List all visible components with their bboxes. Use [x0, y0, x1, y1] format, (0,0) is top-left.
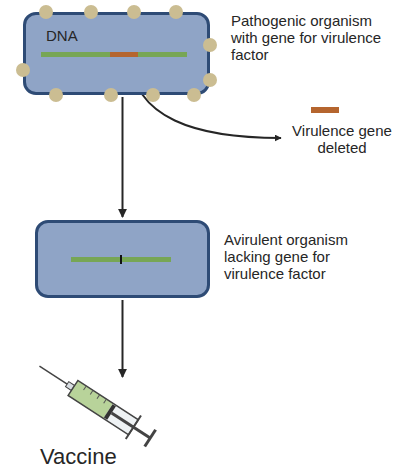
syringe-plunger-rod [112, 413, 151, 438]
flow-arrow [122, 300, 124, 377]
syringe-tick [84, 386, 87, 390]
syringe-needle [39, 366, 68, 385]
cell-drawing [38, 223, 207, 295]
flow-arrow [122, 97, 124, 217]
surface-antigen [16, 63, 30, 77]
syringe-flange [126, 415, 141, 438]
surface-antigen [203, 73, 217, 87]
surface-antigen [203, 38, 217, 52]
surface-antigen [169, 5, 183, 19]
virulence-gene [110, 52, 138, 57]
node-caption: Pathogenic organism with gene for virule… [231, 12, 391, 63]
syringe-tick [104, 399, 107, 403]
syringe-tick [90, 390, 93, 394]
syringe-barrel-outline [68, 380, 138, 434]
node-caption: Vaccine [40, 444, 160, 469]
surface-antigen [39, 5, 53, 19]
surface-antigen [146, 88, 160, 102]
annotation-label: Virulence gene deleted [287, 122, 397, 156]
surface-antigen [84, 5, 98, 19]
syringe-tick [97, 395, 100, 399]
cell-drawing [26, 15, 207, 92]
node-caption: Avirulent organism lacking gene for viru… [224, 231, 374, 282]
dna-strand [41, 52, 187, 57]
avirulent-node: Avirulent organism lacking gene for viru… [35, 220, 210, 298]
surface-antigen [127, 5, 141, 19]
syringe-symbol [32, 354, 158, 449]
pathogen-node: DNAPathogenic organism with gene for vir… [23, 12, 210, 95]
syringe-outline [35, 380, 170, 442]
dna-label: DNA [46, 27, 106, 44]
surface-antigen [49, 88, 63, 102]
deleted-gene-segment [311, 107, 339, 113]
syringe-plunger-seal [104, 404, 116, 420]
deletion-mark [120, 255, 122, 264]
syringe-plunger-handle [145, 430, 156, 447]
surface-antigen [104, 88, 118, 102]
surface-antigen [187, 88, 201, 102]
syringe-node: Vaccine [35, 380, 170, 442]
syringe-barrel [68, 380, 138, 434]
